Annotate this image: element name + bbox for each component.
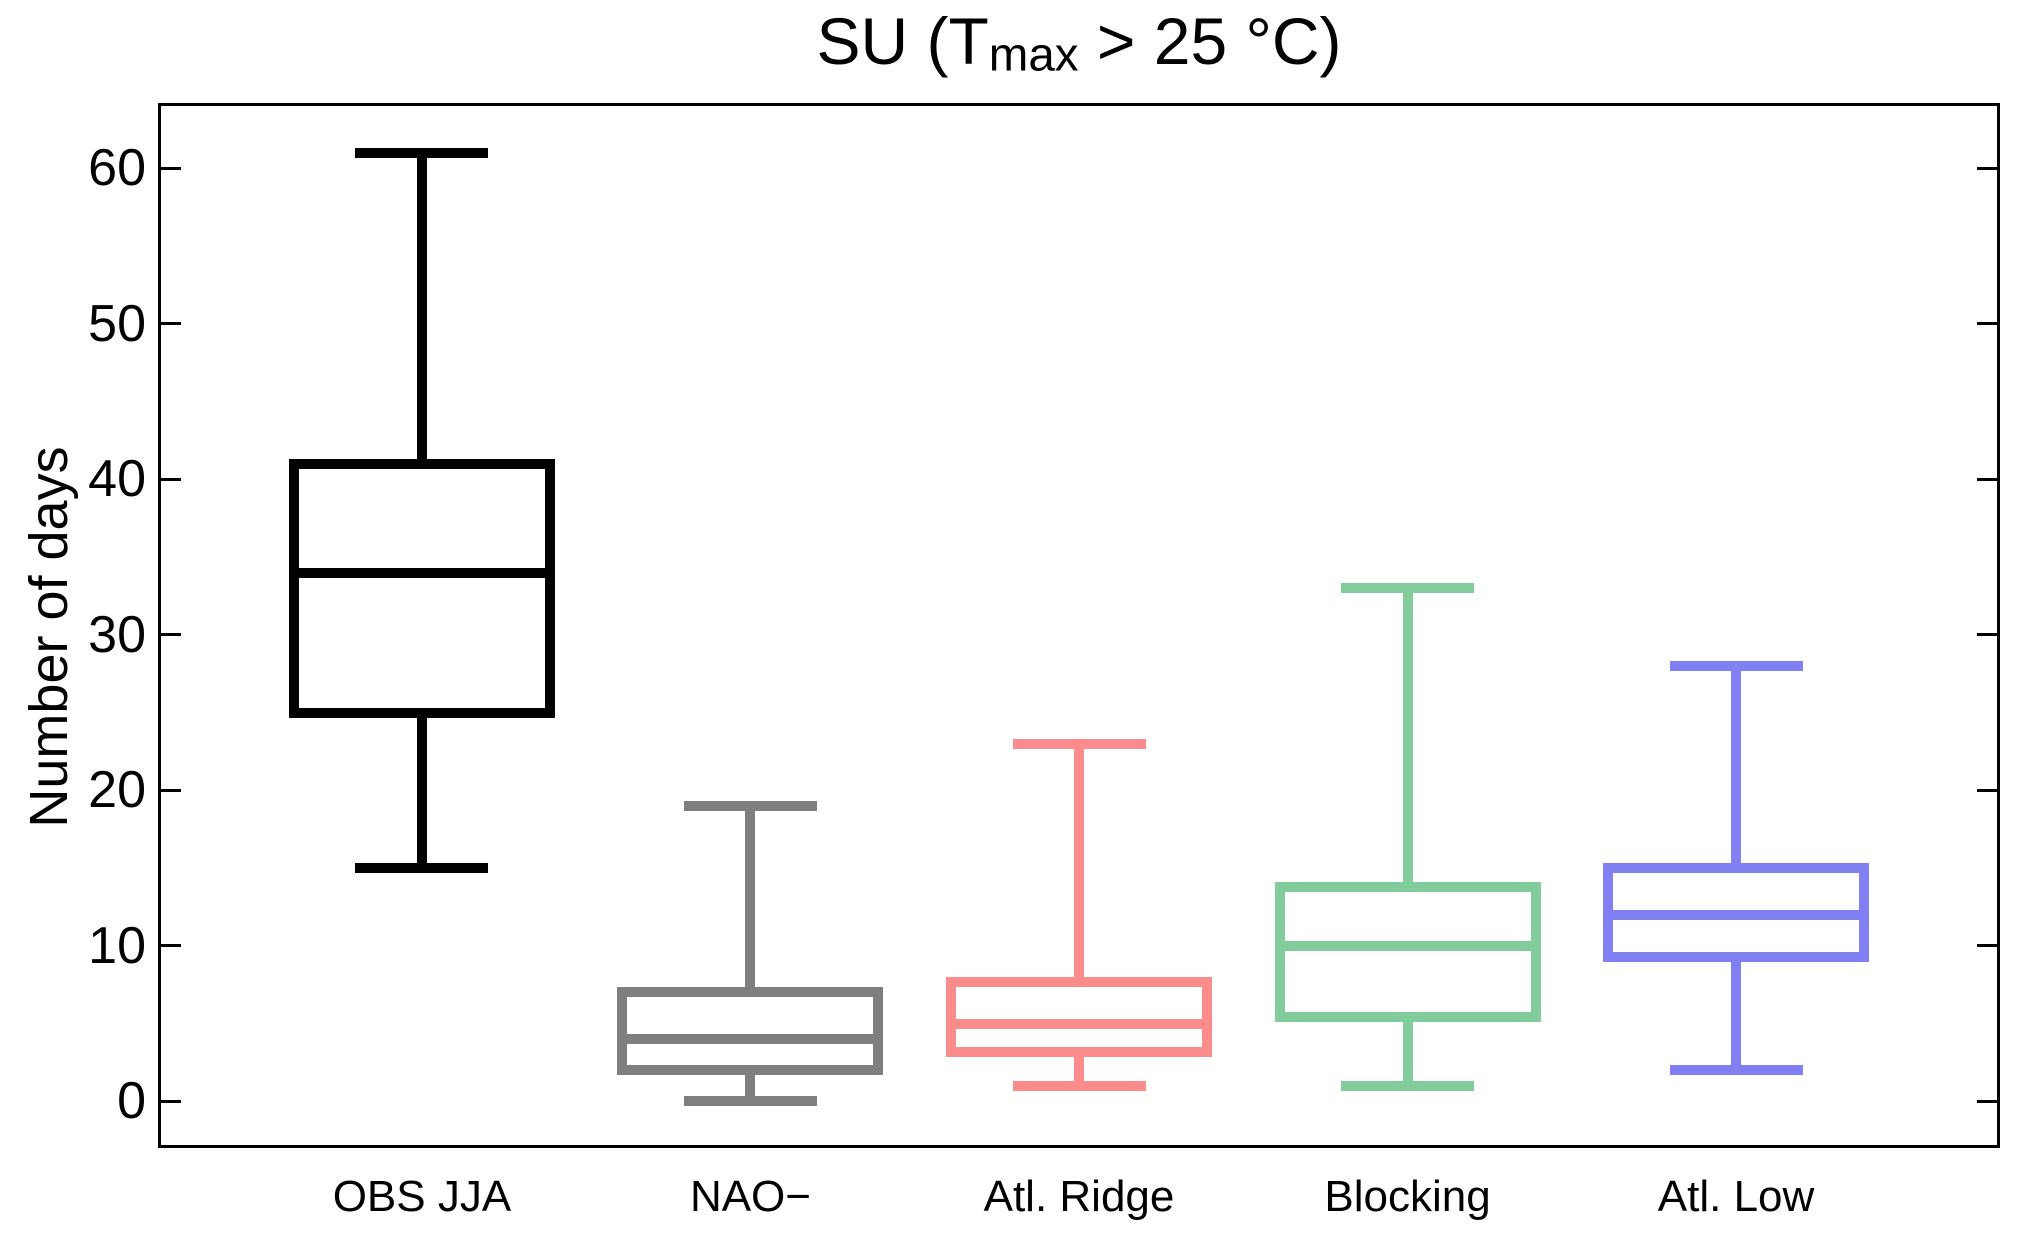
y-tick-label: 0 (117, 1072, 146, 1131)
upper-whisker-line (416, 152, 427, 464)
x-label-atl-low: Atl. Low (1657, 1172, 1815, 1221)
upper-whisker-line (1402, 588, 1413, 887)
y-tick-label: 20 (88, 761, 146, 820)
lower-whisker-line (1402, 1017, 1413, 1086)
iqr-box (617, 987, 884, 1076)
y-tick-right (1977, 166, 1997, 170)
y-tick-right (1977, 944, 1997, 948)
lower-whisker-cap (355, 863, 489, 874)
x-label-nao-: NAO− (689, 1172, 811, 1221)
upper-whisker-cap (1012, 738, 1146, 749)
x-label-obs-jja: OBS JJA (332, 1172, 512, 1221)
y-tick-right (1977, 633, 1997, 637)
lower-whisker-line (416, 712, 427, 869)
y-tick-left (161, 322, 181, 326)
median-line (288, 567, 555, 578)
y-tick-label: 50 (88, 294, 146, 353)
lower-whisker-line (1074, 1051, 1084, 1086)
y-tick-left (161, 1099, 181, 1103)
iqr-box (288, 458, 555, 718)
upper-whisker-cap (683, 800, 817, 811)
iqr-box (1274, 881, 1541, 1023)
lower-whisker-line (745, 1070, 756, 1102)
median-line (946, 1018, 1212, 1029)
lower-whisker-cap (1012, 1080, 1146, 1091)
iqr-box (946, 976, 1212, 1057)
y-tick-label: 30 (88, 605, 146, 664)
lower-whisker-cap (1341, 1080, 1475, 1091)
lower-whisker-cap (683, 1096, 817, 1107)
upper-whisker-line (1074, 743, 1084, 982)
upper-whisker-line (1731, 665, 1742, 869)
y-tick-left (161, 788, 181, 792)
y-tick-label: 10 (88, 916, 146, 975)
y-tick-left (161, 944, 181, 948)
y-tick-left (161, 633, 181, 637)
median-line (1274, 940, 1541, 951)
chart-title-prefix: SU (T (816, 4, 989, 78)
y-tick-left (161, 166, 181, 170)
x-label-blocking: Blocking (1324, 1172, 1491, 1221)
chart-title: SU (Tmax > 25 °C) (158, 2, 2000, 95)
median-line (617, 1034, 884, 1045)
lower-whisker-line (1731, 956, 1742, 1071)
upper-whisker-cap (355, 147, 489, 158)
y-tick-right (1977, 1099, 1997, 1103)
chart-title-subscript: max (988, 28, 1079, 82)
upper-whisker-cap (1669, 660, 1803, 671)
chart-title-suffix: > 25 °C) (1078, 4, 1342, 78)
upper-whisker-cap (1341, 583, 1475, 594)
lower-whisker-cap (1669, 1065, 1803, 1076)
y-tick-left (161, 477, 181, 481)
y-tick-right (1977, 477, 1997, 481)
median-line (1603, 909, 1870, 920)
y-tick-label: 40 (88, 450, 146, 509)
y-tick-right (1977, 788, 1997, 792)
y-tick-label: 60 (88, 139, 146, 198)
x-label-atl-ridge: Atl. Ridge (983, 1172, 1175, 1221)
y-tick-right (1977, 322, 1997, 326)
upper-whisker-line (745, 805, 756, 993)
